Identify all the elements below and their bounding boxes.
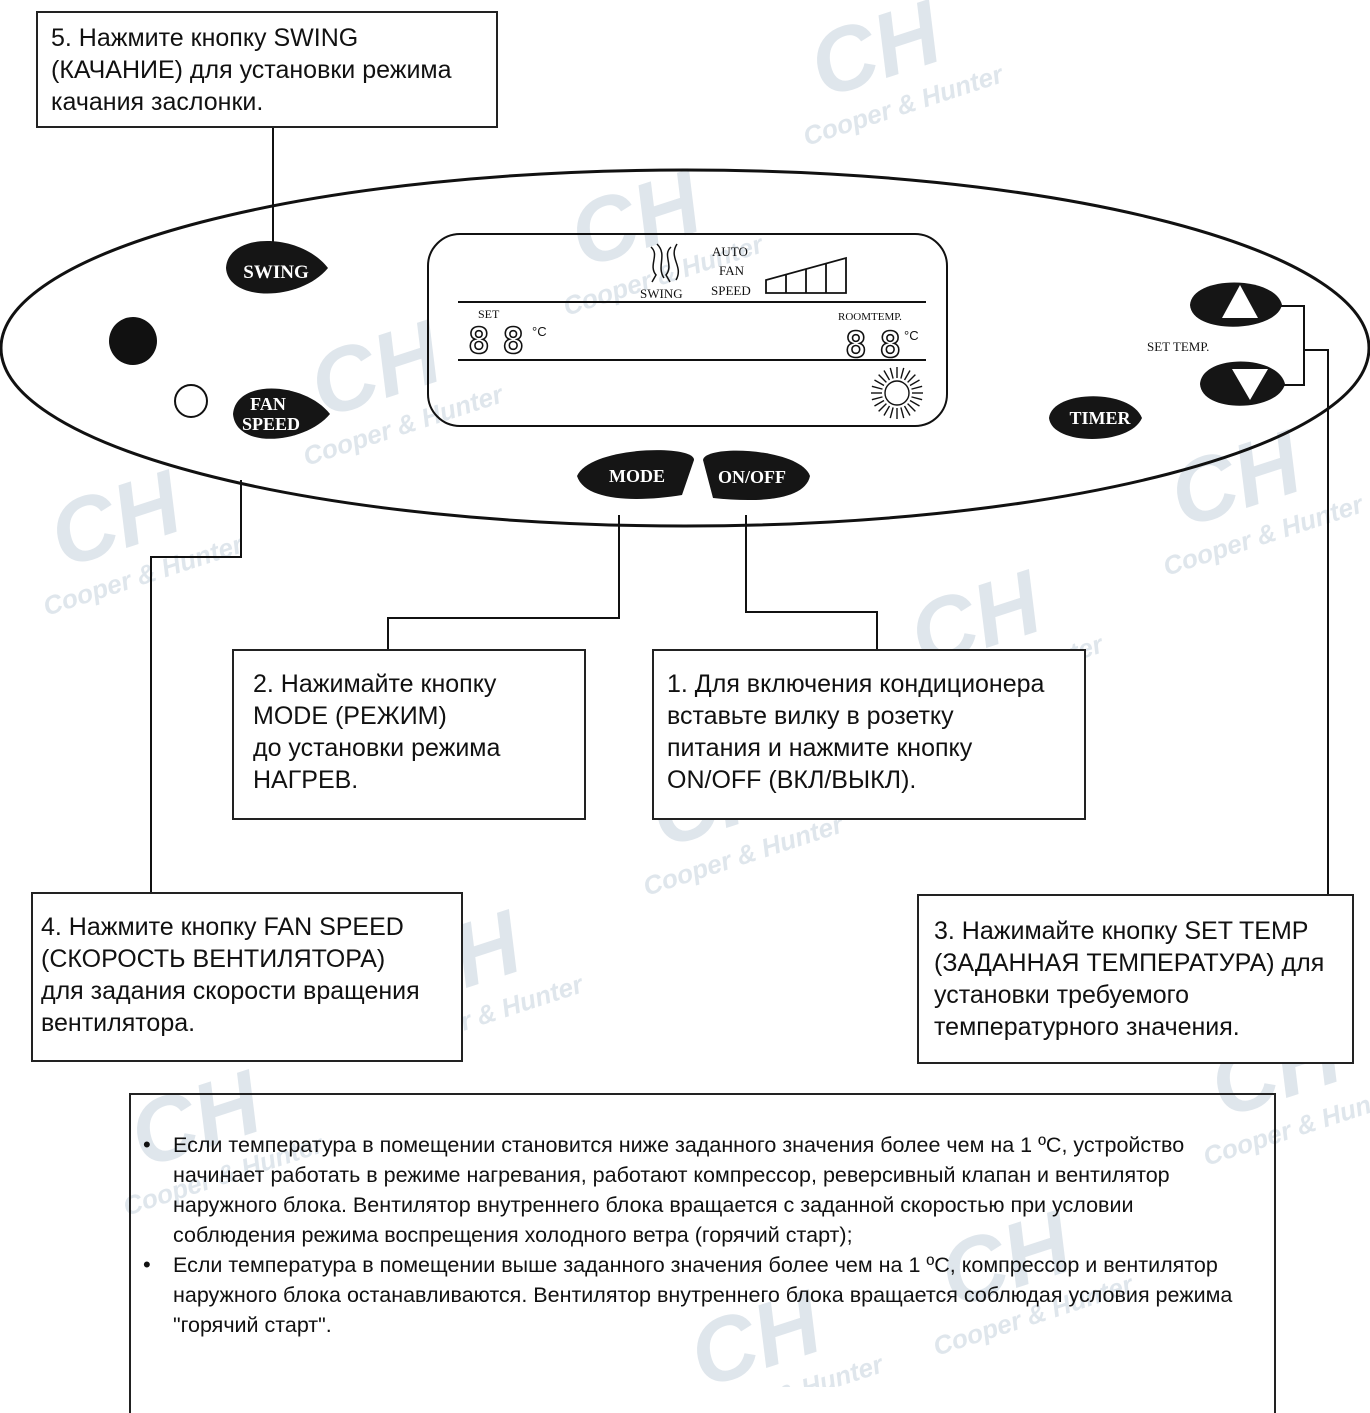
callout-set-temp-line: температурного значения.: [934, 1013, 1240, 1041]
callout-mode-line: MODE (РЕЖИМ): [253, 702, 447, 730]
callout-fan-speed-line: 4. Нажмите кнопку FAN SPEED: [41, 913, 404, 941]
set-temp-label: SET TEMP.: [1147, 339, 1209, 354]
notes-box: Если температура в помещении становится …: [129, 1093, 1276, 1413]
settemp-bracket-line: [1281, 305, 1305, 386]
mode-leader-line: [387, 515, 620, 650]
lcd-set-digits: 88: [468, 321, 524, 362]
lcd-set-unit: °C: [532, 324, 547, 339]
lcd-room-unit: °C: [904, 328, 919, 343]
mode-button-label: MODE: [609, 466, 665, 486]
callout-swing-line: качания заслонки.: [51, 88, 264, 116]
fan-speed-button-label-line1: FAN: [250, 394, 286, 414]
lcd-set-label: SET: [478, 307, 500, 321]
control-panel-body: [0, 168, 1370, 528]
callout-set-temp-line: (ЗАДАННАЯ ТЕМПЕРАТУРА) для: [934, 949, 1325, 977]
note-item: Если температура в помещении становится …: [131, 1130, 1254, 1250]
lcd-speed-label: SPEED: [711, 283, 751, 298]
callout-fan-speed-line: (СКОРОСТЬ ВЕНТИЛЯТОРА): [41, 945, 386, 973]
swing-button[interactable]: SWING: [226, 241, 328, 294]
lcd-auto-label: AUTO: [712, 244, 748, 259]
arrow-down-icon: [1232, 369, 1268, 400]
fan-speed-button[interactable]: FAN SPEED: [233, 388, 330, 439]
swing-louver-icon: [650, 243, 680, 283]
callout-on-off-line: ON/OFF (ВКЛ/ВЫКЛ).: [667, 766, 917, 794]
callout-on-off-line: питания и нажмите кнопку: [667, 734, 973, 762]
callout-set-temp-line: 3. Нажимайте кнопку SET TEMP: [934, 917, 1309, 945]
swing-button-label: SWING: [243, 262, 309, 283]
callout-fan-speed-line: вентилятора.: [41, 1009, 196, 1037]
callout-fan-speed: 4. Нажмите кнопку FAN SPEED (СКОРОСТЬ ВЕ…: [31, 892, 463, 1062]
callout-set-temp: 3. Нажимайте кнопку SET TEMP (ЗАДАННАЯ Т…: [917, 894, 1354, 1064]
fan-speed-leader-line: [150, 480, 242, 893]
lcd-room-temp-label: ROOMTEMP.: [838, 311, 902, 323]
callout-mode-line: 2. Нажимайте кнопку: [253, 670, 497, 698]
callout-on-off-line: 1. Для включения кондиционера: [667, 670, 1045, 698]
callout-swing: 5. Нажмите кнопку SWING (КАЧАНИЕ) для ус…: [36, 11, 498, 128]
fan-speed-bars-icon: [765, 256, 847, 294]
callout-set-temp-line: установки требуемого: [934, 981, 1190, 1009]
onoff-leader-line: [745, 515, 878, 650]
callout-on-off-line: вставьте вилку в розетку: [667, 702, 954, 730]
callout-on-off: 1. Для включения кондиционера вставьте в…: [652, 649, 1086, 820]
mode-button[interactable]: MODE: [577, 450, 695, 499]
temp-down-button[interactable]: [1200, 361, 1285, 406]
leader-lines: [150, 127, 1329, 895]
callout-fan-speed-line: для задания скорости вращения: [41, 977, 420, 1005]
on-off-button[interactable]: ON/OFF: [703, 450, 810, 501]
note-item: Если температура в помещении выше заданн…: [131, 1250, 1254, 1340]
callout-mode-line: до установки режима: [253, 734, 501, 762]
temp-up-button[interactable]: [1190, 282, 1282, 327]
heat-sun-icon: [871, 367, 923, 419]
lcd-display: SWING AUTO FAN SPEED SET 88 °C ROOMTEMP.…: [427, 233, 948, 427]
lcd-swing-label: SWING: [640, 286, 683, 301]
power-indicator-light: [109, 317, 157, 365]
callout-mode: 2. Нажимайте кнопку MODE (РЕЖИМ) до уста…: [232, 649, 586, 820]
callout-mode-line: НАГРЕВ.: [253, 766, 359, 794]
timer-button-label: TIMER: [1069, 408, 1131, 428]
timer-button[interactable]: TIMER: [1049, 396, 1142, 439]
settemp-leader-line: [1304, 349, 1329, 895]
arrow-up-icon: [1222, 285, 1258, 318]
callout-swing-line: (КАЧАНИЕ) для установки режима: [51, 56, 452, 84]
on-off-button-label: ON/OFF: [718, 467, 786, 487]
callout-swing-line: 5. Нажмите кнопку SWING: [51, 24, 359, 52]
fan-speed-button-label-line2: SPEED: [242, 414, 300, 434]
lcd-fan-label: FAN: [719, 263, 745, 278]
indicator-light-off: [174, 384, 208, 418]
